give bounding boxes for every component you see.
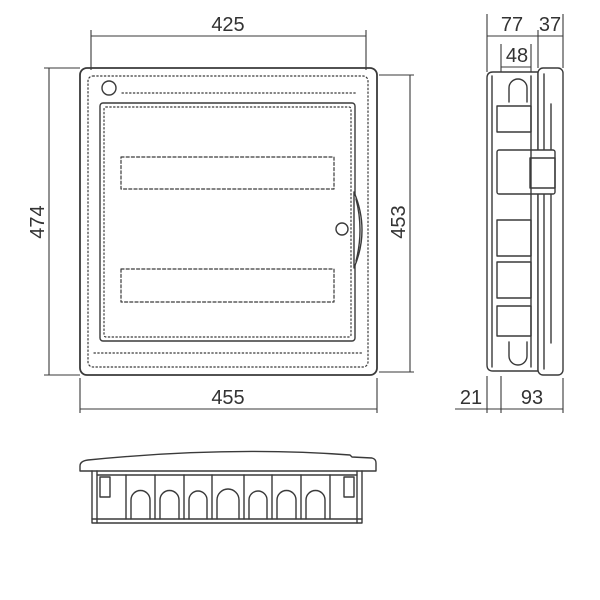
front-dimensions <box>44 30 414 413</box>
dimension-label-side-cover: 37 <box>539 14 561 36</box>
bottom-view <box>79 450 377 524</box>
cable-entry <box>305 489 326 520</box>
cable-entry <box>248 490 268 520</box>
door-window-inner-dotted <box>103 106 352 338</box>
side-knockout-bottom <box>508 341 528 366</box>
side-rail-support <box>496 261 532 299</box>
cable-entry <box>130 489 151 520</box>
door-handle-inner <box>355 198 361 262</box>
side-rail-support <box>496 105 532 133</box>
side-rail-support <box>496 305 532 337</box>
mounting-clip-right <box>343 476 355 498</box>
dimension-label-side-inner: 48 <box>506 45 528 67</box>
side-rail-support <box>496 219 532 257</box>
enclosure-outline <box>79 67 378 376</box>
lid-profile <box>79 450 377 472</box>
dimension-label-side-bottom-right: 93 <box>521 387 543 409</box>
cable-entry <box>276 489 297 520</box>
door-lock <box>335 222 349 236</box>
front-view <box>79 67 378 376</box>
door-window <box>99 102 356 342</box>
side-knockout-top <box>508 78 528 103</box>
side-view <box>486 67 564 376</box>
mounting-clip-left <box>99 476 111 498</box>
din-rail-slot-bottom <box>120 268 335 303</box>
dimension-label-side-bottom-left: 21 <box>460 387 482 409</box>
dimension-label-side-body: 77 <box>501 14 523 36</box>
body-profile <box>91 470 363 524</box>
dimension-label-right: 453 <box>388 205 410 238</box>
cable-entry <box>216 488 240 520</box>
door-handle <box>353 191 363 269</box>
cable-entry <box>188 490 208 520</box>
dimension-label-bottom: 455 <box>211 387 244 409</box>
cable-entry <box>159 489 180 520</box>
din-rail-slot-top <box>120 156 335 190</box>
dimension-label-left: 474 <box>27 205 49 238</box>
frame-dotted-outline <box>87 75 369 368</box>
dimension-label-top: 425 <box>211 14 244 36</box>
side-latch-catch <box>529 157 556 189</box>
screw-hole <box>101 80 117 96</box>
side-dimensions <box>455 14 564 413</box>
